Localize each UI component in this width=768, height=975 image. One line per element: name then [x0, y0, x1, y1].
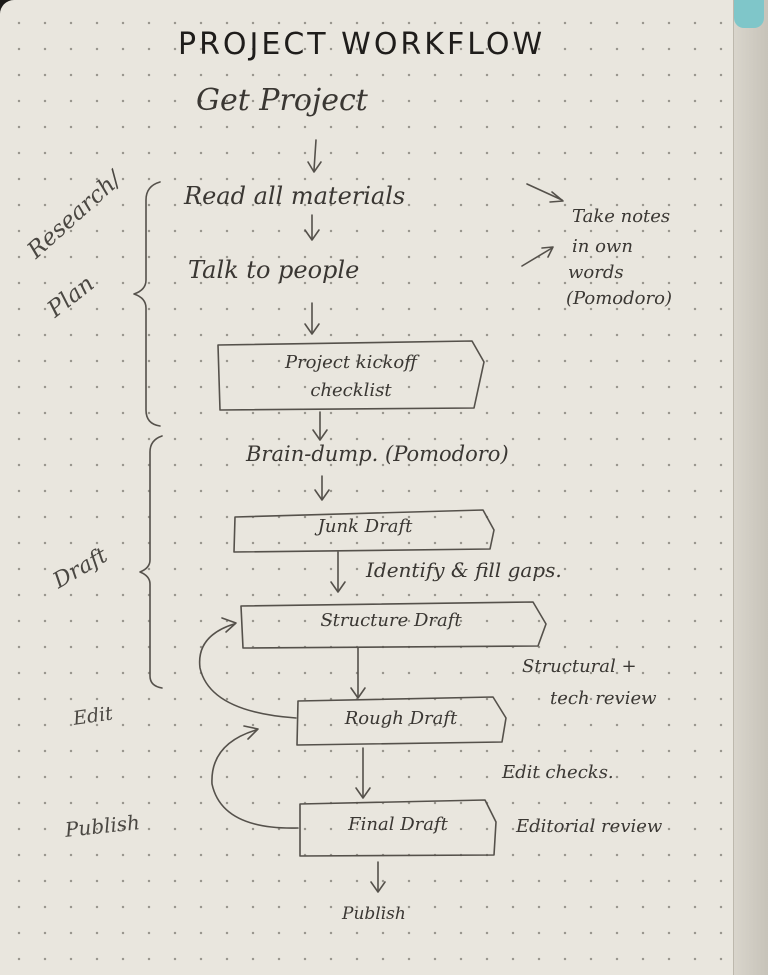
step-edit-checks: Edit checks.: [502, 762, 614, 783]
page-title: PROJECT WORKFLOW: [178, 27, 546, 62]
kickoff-label-1: Project kickoff: [284, 352, 418, 373]
arrow-get-to-read: [307, 139, 322, 173]
arrow-brain-to-junk: [314, 475, 330, 501]
bookmark-ribbon: [734, 0, 764, 28]
loop-rough-to-structure: [198, 617, 297, 719]
note-line-4: (Pomodoro): [566, 288, 672, 309]
step-get-project: Get Project: [196, 83, 368, 118]
structural-review-line-1: Structural +: [522, 656, 637, 677]
arrow-structure-to-rough: [350, 647, 366, 699]
rough-draft-label: Rough Draft: [344, 708, 458, 729]
step-read-materials: Read all materials: [184, 182, 406, 210]
arrow-talk-to-notes: [521, 246, 554, 267]
phase-edit-label: Edit: [71, 702, 115, 730]
structural-review-line-2: tech review: [550, 688, 657, 709]
kickoff-label-2: checklist: [310, 380, 392, 401]
structure-draft-box: [240, 601, 547, 649]
arrow-rough-to-final: [355, 747, 371, 799]
junk-draft-box: [233, 509, 495, 553]
loop-final-to-rough: [211, 725, 299, 829]
step-brain-dump: Brain-dump. (Pomodoro): [246, 442, 509, 466]
arrow-final-to-publish: [370, 861, 386, 893]
research-brace: [133, 181, 161, 427]
note-line-2: in own: [572, 236, 633, 257]
arrow-kickoff-to-brain: [312, 411, 328, 441]
arrow-read-to-notes: [526, 183, 564, 203]
junk-draft-label: Junk Draft: [317, 516, 413, 537]
step-identify-gaps: Identify & fill gaps.: [366, 558, 562, 582]
kickoff-box: [217, 340, 485, 411]
final-draft-label: Final Draft: [348, 814, 448, 835]
rough-draft-box: [296, 696, 507, 746]
structure-draft-label: Structure Draft: [320, 610, 462, 631]
arrow-talk-to-kickoff: [304, 302, 320, 335]
arrow-junk-to-structure: [330, 551, 346, 593]
notebook-page-edge: [733, 0, 768, 975]
step-editorial-review: Editorial review: [516, 816, 663, 837]
step-publish: Publish: [342, 904, 406, 924]
step-talk-to-people: Talk to people: [188, 256, 360, 284]
note-line-3: words: [568, 262, 624, 283]
draft-brace: [139, 435, 163, 689]
arrow-read-to-talk: [304, 214, 320, 241]
final-draft-box: [299, 799, 497, 857]
note-line-1: Take notes: [572, 206, 671, 227]
